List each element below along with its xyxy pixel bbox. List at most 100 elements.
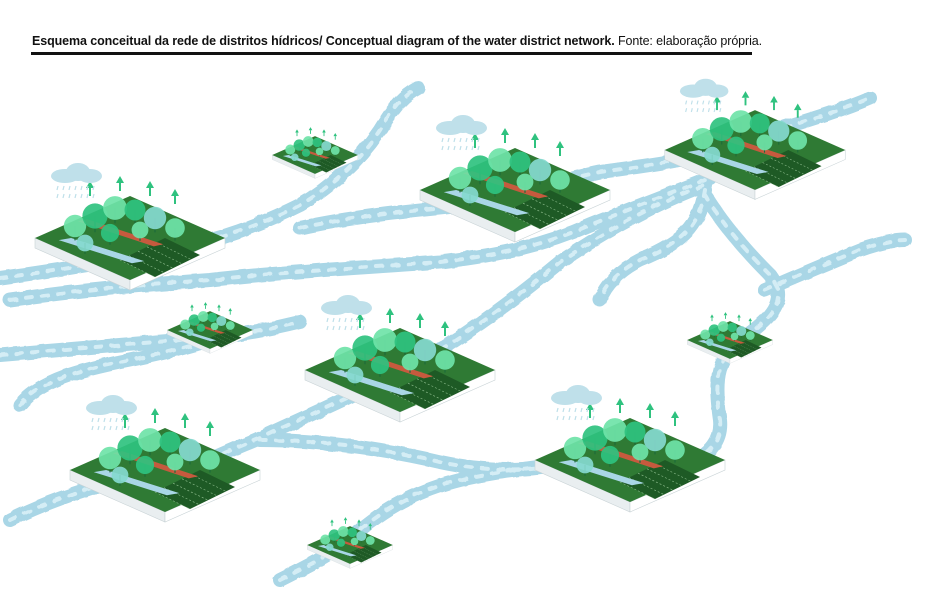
cloud-puff (463, 121, 487, 135)
tree-canopy (729, 110, 753, 133)
rain-drop (74, 185, 77, 191)
rain-drop (356, 317, 359, 323)
rain-drop (344, 317, 347, 323)
rain-drop (465, 137, 468, 143)
tree-canopy (631, 443, 649, 461)
tree-canopy (749, 113, 770, 134)
tree-canopy (563, 436, 587, 460)
crop-field (725, 340, 762, 358)
up-arrow (441, 321, 449, 328)
crop-row (531, 198, 568, 217)
crop-row (779, 153, 814, 171)
up-arrow (190, 304, 194, 308)
tree-canopy (603, 418, 627, 442)
crop-field (505, 190, 585, 229)
up-arrow (646, 403, 654, 410)
tree-canopy (509, 151, 531, 173)
tree-canopy (346, 366, 364, 384)
crop-row (213, 335, 230, 344)
river-south (273, 455, 577, 587)
tree-canopy (528, 158, 552, 182)
tree-canopy (63, 214, 87, 238)
rain-cloud (86, 395, 137, 431)
crop-row (637, 472, 674, 491)
tree-canopy (401, 353, 419, 371)
up-arrow (386, 308, 394, 315)
tree-canopy (117, 435, 143, 461)
crop-row (504, 211, 541, 230)
rain-drop (127, 425, 130, 431)
river-ripple (598, 188, 707, 302)
rain-drop (477, 145, 480, 151)
tree-canopy (337, 526, 349, 537)
crop-row (353, 550, 370, 559)
tree-canopy (159, 431, 181, 453)
crop-row (221, 331, 238, 340)
up-arrow (203, 302, 208, 306)
rain-drop (362, 325, 365, 331)
tree-canopy (467, 155, 493, 181)
rain-drop (362, 317, 365, 323)
up-arrow (322, 129, 326, 133)
rain-drop (580, 415, 583, 421)
cloud-puff (78, 169, 102, 183)
tree-canopy (124, 199, 146, 221)
rain-drop (562, 415, 565, 421)
river-west-loop (13, 333, 217, 412)
rain-drop (453, 137, 456, 143)
water-district (419, 115, 611, 243)
rain-drop (586, 415, 589, 421)
tree-canopy (76, 234, 94, 252)
up-arrow (741, 91, 750, 98)
crop-row (209, 337, 226, 346)
crop-row (725, 349, 742, 358)
rain-drop (574, 415, 577, 421)
rain-drop (477, 137, 480, 143)
tree-canopy (665, 440, 685, 460)
tree-canopy (135, 455, 155, 475)
crop-field (310, 155, 347, 173)
rain-drop (447, 137, 450, 143)
rain-cloud (551, 385, 602, 421)
tree-canopy (325, 543, 334, 552)
crop-row (741, 341, 758, 350)
crop-row (522, 202, 559, 221)
rain-drop (441, 145, 444, 151)
rain-cloud (436, 115, 487, 151)
tree-canopy (768, 120, 790, 142)
rain-drop (338, 317, 341, 323)
rain-drop (97, 417, 100, 423)
crop-row (345, 554, 362, 563)
crop-field (155, 470, 235, 509)
tree-canopy (643, 428, 667, 452)
crop-field (345, 545, 382, 563)
rain-drop (350, 325, 353, 331)
up-arrow (116, 176, 124, 183)
rain-drop (121, 425, 124, 431)
crop-field (745, 150, 822, 188)
crop-row (389, 391, 426, 410)
cloud-puff (578, 391, 602, 405)
water-district (69, 395, 261, 523)
up-arrow (343, 517, 348, 521)
rain-drop (459, 145, 462, 151)
rain-drop (690, 108, 693, 113)
tree-canopy (328, 529, 340, 541)
crop-row (154, 491, 191, 510)
caption-underline (31, 52, 752, 55)
up-arrow (295, 129, 299, 133)
crop-row (128, 255, 165, 273)
tree-canopy (210, 322, 219, 331)
crop-row (310, 164, 327, 173)
tree-canopy (727, 136, 745, 154)
tree-canopy (336, 538, 346, 547)
crop-row (361, 546, 378, 555)
crop-row (190, 474, 227, 492)
tree-canopy (103, 196, 127, 220)
tree-canopy (692, 127, 714, 150)
crop-row (655, 464, 692, 482)
crop-row (172, 482, 209, 501)
rain-drop (702, 100, 705, 105)
rain-drop (103, 425, 106, 431)
